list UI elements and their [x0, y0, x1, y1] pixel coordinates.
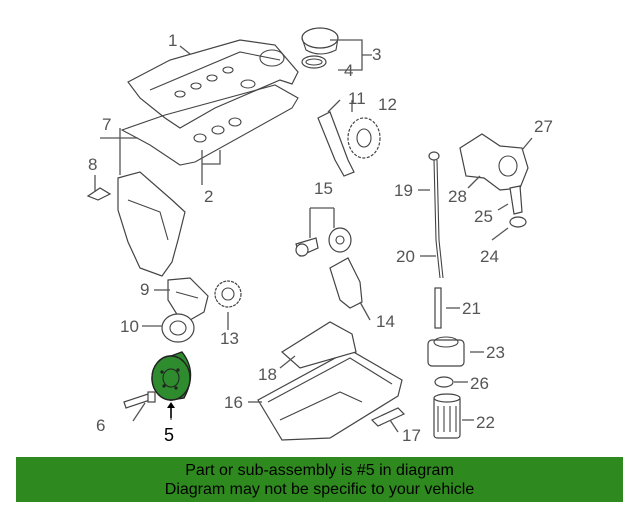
cam-sprocket-part — [347, 117, 381, 159]
pulley-bolt-part — [123, 391, 156, 409]
oil-filler-cap-part — [301, 27, 339, 69]
callout-5: 5 — [164, 425, 174, 445]
oil-pan-part — [257, 321, 403, 441]
dipstick-part — [428, 151, 444, 329]
callout-16: 16 — [224, 393, 243, 412]
crank-sprocket-part — [214, 280, 242, 308]
callout-26: 26 — [470, 374, 489, 393]
oil-cooler-part — [427, 336, 465, 367]
oil-filter-part — [433, 393, 461, 439]
callout-25: 25 — [474, 207, 493, 226]
callout-18: 18 — [258, 365, 277, 384]
valve-cover-part — [127, 39, 299, 129]
callout-4: 4 — [344, 61, 353, 80]
cooler-seal-part — [434, 376, 454, 388]
callout-23: 23 — [486, 343, 505, 362]
valve-cover-gasket-part — [120, 84, 299, 166]
timing-cover-part — [86, 171, 186, 277]
callout-28: 28 — [448, 187, 467, 206]
tensioner-part — [295, 227, 352, 257]
callout-13: 13 — [220, 329, 239, 348]
callout-2: 2 — [204, 187, 213, 206]
bracket-part — [329, 257, 363, 309]
leader-lines — [94, 39, 533, 433]
callout-9: 9 — [140, 280, 149, 299]
callout-17: 17 — [402, 426, 421, 445]
callout-14: 14 — [376, 312, 395, 331]
callout-5-arrow — [167, 402, 175, 418]
info-banner: Part or sub-assembly is #5 in diagram Di… — [16, 457, 623, 502]
callout-11: 11 — [348, 89, 366, 108]
callout-15: 15 — [314, 179, 333, 198]
timing-belt-part — [317, 111, 355, 177]
callout-3: 3 — [372, 45, 381, 64]
callout-10: 10 — [120, 317, 139, 336]
callout-8: 8 — [88, 155, 97, 174]
crankshaft-pulley-part — [151, 351, 192, 401]
callout-6: 6 — [96, 416, 105, 435]
pan-gasket-part — [370, 407, 406, 427]
banner-line-1: Part or sub-assembly is #5 in diagram — [185, 462, 454, 479]
callout-27: 27 — [534, 117, 553, 136]
callout-1: 1 — [168, 31, 177, 50]
callout-21: 21 — [462, 299, 481, 318]
filter-housing-part — [459, 133, 529, 228]
callout-7: 7 — [102, 115, 111, 134]
banner-line-2: Diagram may not be specific to your vehi… — [164, 481, 475, 498]
callout-22: 22 — [476, 413, 495, 432]
lower-timing-cover-part — [167, 277, 209, 321]
crank-seal-part — [161, 313, 195, 343]
callout-20: 20 — [396, 247, 415, 266]
callout-19: 19 — [394, 181, 413, 200]
callout-24: 24 — [480, 247, 499, 266]
callout-12: 12 — [378, 95, 397, 114]
